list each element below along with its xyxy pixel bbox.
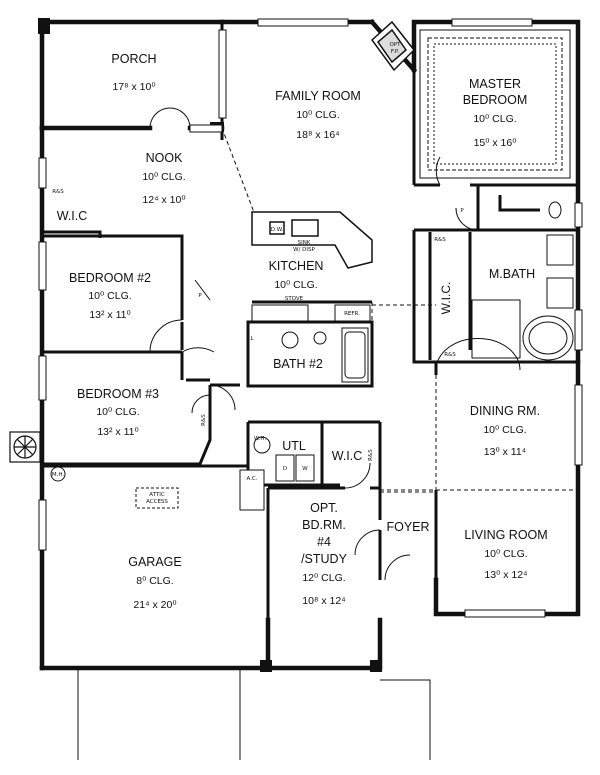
fixture-labels: OPT F.P. SINK W/ DISP D.W. STOVE REFR. A…	[52, 42, 464, 505]
wic-util-name: W.I.C	[332, 449, 363, 463]
living-name: LIVING ROOM	[464, 528, 547, 542]
rs-label-master-bot: R&S	[444, 352, 456, 358]
fireplace-icon	[370, 20, 416, 72]
garage-extras	[50, 466, 265, 511]
family-room-size: 18⁸ x 16⁴	[296, 129, 339, 141]
pantry-label: P	[198, 293, 202, 299]
bedroom3-ceiling: 10⁰ CLG.	[96, 406, 139, 418]
mbath-name: M.BATH	[489, 267, 535, 281]
interior-walls	[42, 22, 578, 620]
bedroom2-ceiling: 10⁰ CLG.	[88, 290, 131, 302]
sink-label-1: SINK	[298, 240, 311, 246]
bedroom2-name: BEDROOM #2	[69, 271, 151, 285]
dashed-lines	[221, 127, 578, 493]
driveway	[77, 668, 431, 760]
family-room-ceiling: 10⁰ CLG.	[296, 109, 339, 121]
wic-master-name: W.I.C.	[439, 282, 453, 315]
bd4-line2: BD.RM.	[302, 518, 346, 532]
dining-ceiling: 10⁰ CLG.	[483, 424, 526, 436]
ac-unit-icon	[9, 431, 41, 463]
ac-label: A.C.	[246, 476, 257, 482]
nook-size: 12⁴ x 10⁰	[142, 194, 186, 206]
bd4-ceiling: 12⁰ CLG.	[302, 572, 345, 584]
master-size: 15⁰ x 16⁰	[474, 137, 518, 149]
dryer-label: D	[283, 466, 287, 472]
nook-name: NOOK	[146, 151, 183, 165]
wic-bed2-name: W.I.C	[57, 209, 88, 223]
bd4-line3: #4	[317, 535, 331, 549]
master-name-2: BEDROOM	[463, 93, 528, 107]
attic-label-1: ATTIC	[149, 492, 165, 498]
family-room-name: FAMILY ROOM	[275, 89, 361, 103]
utl-name: UTL	[282, 439, 306, 453]
bd4-line4: /STUDY	[301, 552, 348, 566]
sink-label-2: W/ DISP	[293, 247, 315, 253]
utility-fixtures	[253, 436, 315, 482]
rs-label-bed2: R&S	[52, 189, 64, 195]
wh-label: W.H.	[254, 436, 267, 442]
bath2-fixtures	[251, 304, 371, 383]
bath2-name: BATH #2	[273, 357, 323, 371]
dw-label: D.W.	[271, 227, 284, 233]
kitchen-ceiling: 10⁰ CLG.	[274, 279, 317, 291]
rs-label-master-top: R&S	[434, 237, 446, 243]
kitchen-counter	[251, 211, 373, 269]
stove-label: STOVE	[285, 296, 304, 302]
windows	[38, 18, 583, 618]
kitchen-name: KITCHEN	[269, 259, 324, 273]
pantry-label-master: P	[460, 208, 464, 214]
garage-ceiling: 8⁰ CLG.	[136, 575, 173, 587]
rs-label-wic: R&S	[368, 449, 374, 461]
nook-ceiling: 10⁰ CLG.	[142, 171, 185, 183]
attic-label-2: ACCESS	[146, 499, 168, 505]
opt-fp-label-2: F.P.	[391, 49, 399, 55]
dining-name: DINING RM.	[470, 404, 540, 418]
bedroom3-size: 13² x 11⁰	[97, 426, 139, 438]
garage-size: 21⁴ x 20⁰	[133, 599, 177, 611]
bd4-line1: OPT.	[310, 501, 338, 515]
master-bath-fixtures	[471, 201, 574, 361]
doors	[149, 107, 521, 581]
living-size: 13⁰ x 12⁴	[484, 569, 527, 581]
tray-ceiling	[419, 29, 571, 179]
garage-name: GARAGE	[128, 555, 182, 569]
living-ceiling: 10⁰ CLG.	[484, 548, 527, 560]
master-ceiling: 10⁰ CLG.	[473, 113, 516, 125]
rs-label-bed3: R&S	[201, 414, 207, 426]
mh-label: M.H.	[52, 472, 65, 478]
bd4-size: 10⁸ x 12⁴	[302, 595, 345, 607]
opt-fp-label-1: OPT	[389, 42, 401, 48]
bedroom2-size: 13² x 11⁰	[89, 309, 131, 321]
room-labels: PORCH 17⁸ x 10⁰ FAMILY ROOM 10⁰ CLG. 18⁸…	[57, 52, 548, 611]
linen-label: L	[250, 336, 254, 342]
bedroom3-name: BEDROOM #3	[77, 387, 159, 401]
washer-label: W	[302, 466, 308, 472]
refr-label: REFR.	[344, 311, 360, 317]
master-name-1: MASTER	[469, 77, 521, 91]
dining-size: 13⁰ x 11⁴	[484, 446, 526, 458]
porch-size: 17⁸ x 10⁰	[112, 81, 156, 93]
porch-name: PORCH	[111, 52, 156, 66]
foyer-name: FOYER	[386, 520, 429, 534]
